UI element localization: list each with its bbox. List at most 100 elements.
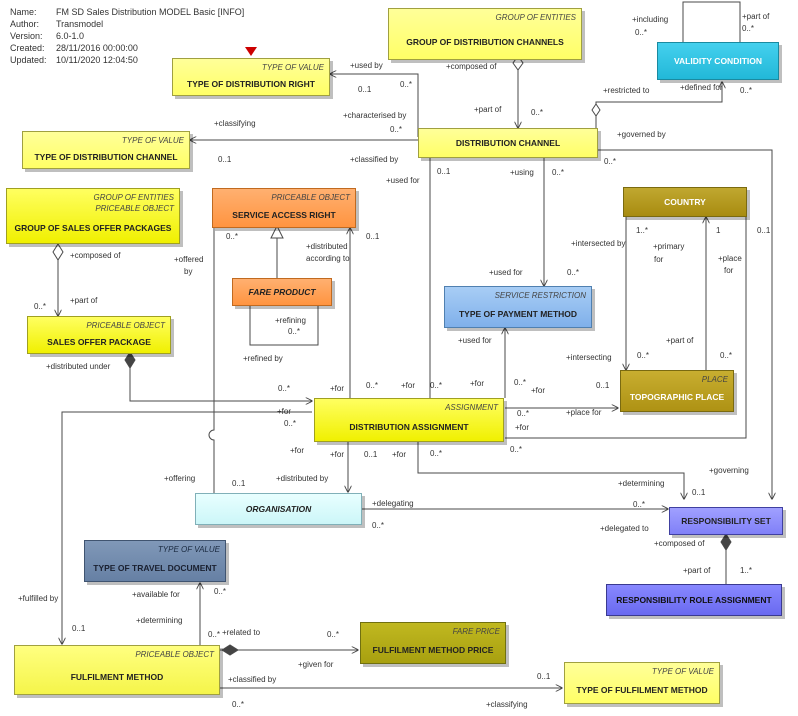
entity-name: VALIDITY CONDITION [674, 56, 762, 66]
role-label: +part of [683, 566, 711, 575]
distribution-channel-box[interactable]: DISTRIBUTION CHANNEL [418, 128, 598, 158]
stereotype: PLACE [701, 375, 728, 384]
role-label: +part of [474, 105, 502, 114]
role-label: +for [330, 450, 345, 459]
role-label: +offered [174, 255, 204, 264]
role-label: +related to [222, 628, 261, 637]
entity-name: RESPONSIBILITY SET [681, 516, 771, 526]
role-label: +intersecting [566, 353, 612, 362]
multiplicity-label: 0..* [327, 630, 340, 639]
group-of-distribution-channels-box[interactable]: GROUP OF ENTITIES GROUP OF DISTRIBUTION … [388, 8, 582, 60]
role-label: +refining [275, 316, 306, 325]
type-of-payment-method-box[interactable]: SERVICE RESTRICTION TYPE OF PAYMENT METH… [444, 286, 592, 328]
multiplicity-label: 0..* [742, 24, 755, 33]
country-box[interactable]: COUNTRY [623, 187, 747, 217]
composition-diamond-respset [720, 533, 732, 551]
multiplicity-label: 0..* [720, 351, 733, 360]
multiplicity-label: 0..1 [437, 167, 451, 176]
entity-name: SALES OFFER PACKAGE [47, 337, 151, 347]
entity-name: GROUP OF DISTRIBUTION CHANNELS [406, 37, 564, 47]
red-triangle-icon [245, 47, 257, 56]
stereotype: GROUP OF ENTITIES [495, 13, 576, 22]
fulfilment-method-price-box[interactable]: FARE PRICE FULFILMENT METHOD PRICE [360, 622, 506, 664]
multiplicity-label: 0..* [226, 232, 239, 241]
role-label: +for [470, 379, 485, 388]
stereotype: PRICEABLE OBJECT [86, 321, 165, 330]
role-label: by [184, 267, 193, 276]
multiplicity-label: 0..* [288, 327, 301, 336]
role-label: +restricted to [603, 86, 650, 95]
line-assign-to-respset [417, 442, 684, 499]
entity-name: RESPONSIBILITY ROLE ASSIGNMENT [616, 595, 772, 605]
role-label: +for [290, 446, 305, 455]
multiplicity-label: 0..* [510, 445, 523, 454]
info-value: 10/11/2020 12:04:50 [56, 55, 138, 65]
multiplicity-label: 0..1 [537, 672, 551, 681]
role-label: +composed of [654, 539, 705, 548]
role-label: +given for [298, 660, 334, 669]
role-label: +intersected by [571, 239, 626, 248]
role-label: for [654, 255, 664, 264]
type-of-distribution-right-box[interactable]: TYPE OF VALUE TYPE OF DISTRIBUTION RIGHT [172, 58, 330, 96]
validity-condition-box[interactable]: VALIDITY CONDITION [657, 42, 779, 80]
topographic-place-box[interactable]: PLACE TOPOGRAPHIC PLACE [620, 370, 734, 412]
role-label: +used for [489, 268, 523, 277]
role-label: according to [306, 254, 350, 263]
entity-name: DISTRIBUTION CHANNEL [455, 138, 561, 148]
multiplicity-label: 0..* [604, 157, 617, 166]
type-of-distribution-channel-box[interactable]: TYPE OF VALUE TYPE OF DISTRIBUTION CHANN… [22, 131, 190, 169]
role-label: +part of [666, 336, 694, 345]
role-label: +place for [566, 408, 602, 417]
entity-name: TYPE OF FULFILMENT METHOD [576, 685, 708, 695]
role-label: +classifying [486, 700, 528, 709]
line-org-to-sar [208, 228, 215, 493]
role-label: +delegating [372, 499, 414, 508]
stereotype: GROUP OF ENTITIES PRICEABLE OBJECT [93, 193, 174, 213]
generalization-triangle [270, 224, 284, 239]
multiplicity-label: 0..* [740, 86, 753, 95]
role-label: +classified by [350, 155, 399, 164]
multiplicity-label: 0..* [637, 351, 650, 360]
fulfilment-method-box[interactable]: PRICEABLE OBJECT FULFILMENT METHOD [14, 645, 220, 695]
fare-product-box[interactable]: FARE PRODUCT [232, 278, 332, 306]
distribution-assignment-box[interactable]: ASSIGNMENT DISTRIBUTION ASSIGNMENT [314, 398, 504, 442]
role-label: +used for [458, 336, 492, 345]
group-of-sales-offer-packages-box[interactable]: GROUP OF ENTITIES PRICEABLE OBJECT GROUP… [6, 188, 180, 244]
info-label: Name: [10, 7, 37, 17]
aggregation-diamond-gsp [52, 243, 64, 261]
multiplicity-label: 1..* [636, 226, 649, 235]
stereotype: TYPE OF VALUE [121, 136, 184, 145]
role-label: +distributed by [276, 474, 329, 483]
role-label: +defined for [680, 83, 723, 92]
responsibility-set-box[interactable]: RESPONSIBILITY SET [669, 507, 783, 535]
service-access-right-box[interactable]: PRICEABLE OBJECT SERVICE ACCESS RIGHT [212, 188, 356, 228]
info-label: Updated: [10, 55, 47, 65]
role-label: +part of [70, 296, 98, 305]
role-label: +for [392, 450, 407, 459]
entity-name: SERVICE ACCESS RIGHT [232, 210, 336, 220]
multiplicity-label: 0..* [34, 302, 47, 311]
role-label: +distributed under [46, 362, 111, 371]
multiplicity-label: 0..1 [596, 381, 610, 390]
entity-name: TYPE OF DISTRIBUTION CHANNEL [34, 152, 178, 162]
entity-name: TYPE OF DISTRIBUTION RIGHT [187, 79, 315, 89]
entity-name: TOPOGRAPHIC PLACE [629, 392, 725, 402]
line-channel-to-distright [330, 74, 419, 137]
role-label: +determining [136, 616, 183, 625]
type-of-fulfilment-method-box[interactable]: TYPE OF VALUE TYPE OF FULFILMENT METHOD [564, 662, 720, 704]
organisation-box[interactable]: ORGANISATION [195, 493, 362, 525]
entity-name: FULFILMENT METHOD [70, 672, 164, 682]
entity-name: ORGANISATION [245, 504, 312, 514]
type-of-travel-document-box[interactable]: TYPE OF VALUE TYPE OF TRAVEL DOCUMENT [84, 540, 226, 582]
line-sop-to-assign [129, 355, 312, 401]
multiplicity-label: 0..1 [358, 85, 372, 94]
stereotype: SERVICE RESTRICTION [494, 291, 586, 300]
multiplicity-label: 0..* [208, 630, 221, 639]
role-label: +delegated to [600, 524, 649, 533]
line-assign-to-fulfil [62, 411, 312, 644]
sales-offer-package-box[interactable]: PRICEABLE OBJECT SALES OFFER PACKAGE [27, 316, 171, 354]
multiplicity-label: 0..* [430, 449, 443, 458]
responsibility-role-assignment-box[interactable]: RESPONSIBILITY ROLE ASSIGNMENT [606, 584, 782, 616]
role-label: for [724, 266, 734, 275]
